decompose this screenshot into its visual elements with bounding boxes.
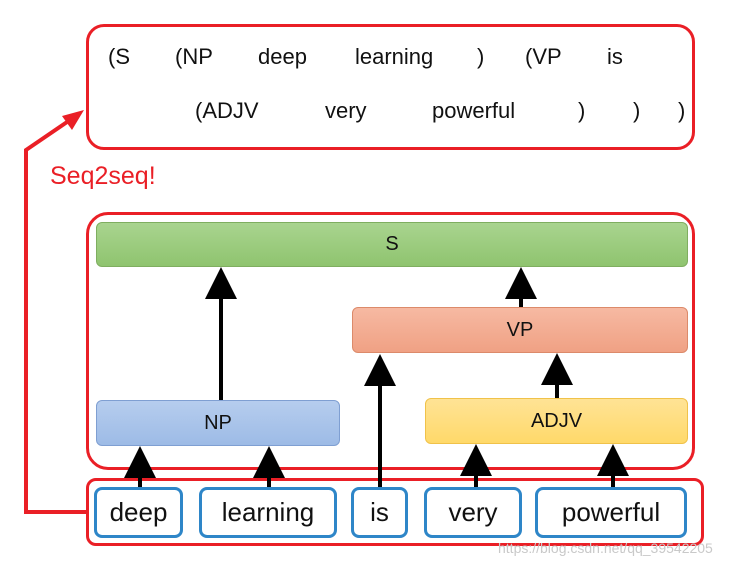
output-token: deep [258, 44, 307, 69]
input-word-deep: deep [94, 487, 183, 538]
tree-node-label: ADJV [530, 409, 583, 432]
input-word-learning: learning [199, 487, 337, 538]
input-word-very: very [424, 487, 522, 538]
tree-node-label: VP [506, 318, 534, 341]
word-label: deep [109, 497, 168, 527]
output-token: ) [633, 98, 641, 123]
output-token: (S [108, 44, 130, 69]
tree-node-vp: VP [352, 307, 688, 353]
word-label: very [448, 497, 498, 527]
tree-node-label: S [385, 233, 399, 255]
output-token: is [607, 44, 623, 69]
output-token: (ADJV [195, 98, 259, 123]
output-token: ) [678, 98, 686, 123]
input-word-powerful: powerful [535, 487, 687, 538]
output-token: powerful [432, 98, 516, 123]
tree-node-label: NP [204, 411, 232, 434]
tree-node-adjv: ADJV [425, 398, 688, 444]
output-token: (NP [175, 44, 213, 69]
output-token: (VP [525, 44, 562, 69]
word-label: powerful [561, 497, 661, 527]
output-token: very [325, 98, 367, 123]
word-label: is [370, 497, 389, 527]
output-token: ) [578, 98, 586, 123]
seq2seq-arrow-head [62, 110, 84, 130]
input-word-is: is [351, 487, 408, 538]
output-token: ) [477, 44, 485, 69]
output-token: learning [355, 44, 434, 69]
tree-node-np: NP [96, 400, 340, 446]
tree-node-s: S [96, 222, 688, 267]
seq2seq-label: Seq2seq! [50, 162, 156, 190]
word-label: learning [221, 497, 315, 527]
seq2seq-arrow-line [24, 118, 86, 514]
watermark-text: https://blog.csdn.net/qq_39542205 [498, 540, 713, 556]
output-sequence-box [86, 24, 695, 150]
